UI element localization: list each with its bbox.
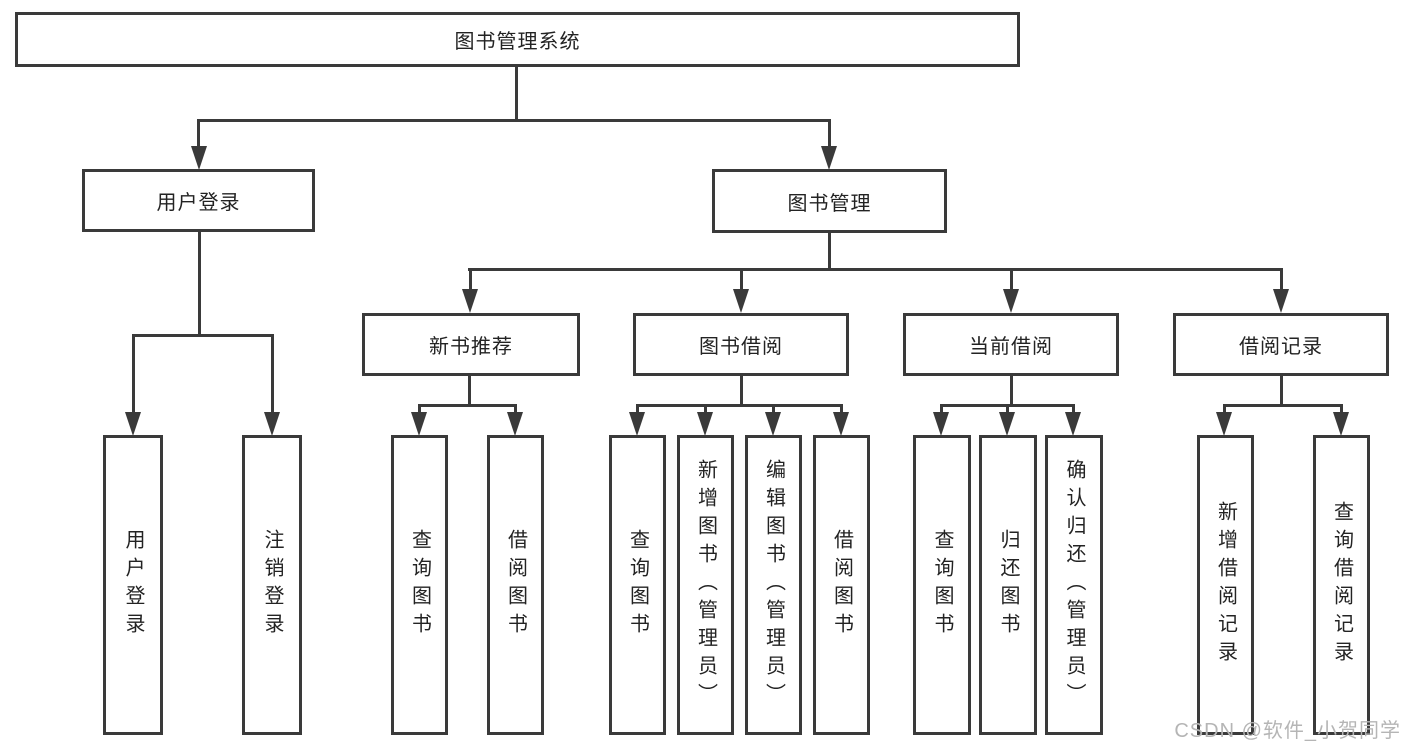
- node-label: 新增借阅记录: [1214, 501, 1237, 669]
- node-label: 确认归还（管理员）: [1063, 459, 1085, 711]
- connector-to-leaf: [1072, 404, 1075, 416]
- connector-to-current-borrow: [1010, 268, 1013, 291]
- arrowhead-to-user-login: [191, 146, 207, 170]
- connector-to-leaf: [772, 404, 775, 416]
- connector-book-mgmt-stem: [828, 232, 831, 271]
- arrowhead-to-book-borrow: [733, 289, 749, 313]
- leaf-logout: 注销登录: [242, 435, 302, 735]
- connector-to-leaf: [418, 404, 421, 416]
- leaf-add-books-admin: 新增图书（管理员）: [677, 435, 734, 735]
- connector-book-mgmt-crossbar: [468, 268, 1282, 271]
- connector-to-leaf: [940, 404, 943, 416]
- connector-to-leaf-user-login: [132, 334, 135, 414]
- arrowhead-to-new-book: [462, 289, 478, 313]
- node-label: 借阅图书: [504, 529, 527, 641]
- arrowhead-to-leaf: [1065, 412, 1081, 436]
- connector-book-borrow-stem: [740, 374, 743, 407]
- node-label: 用户登录: [122, 529, 144, 641]
- arrowhead-to-leaf: [411, 412, 427, 436]
- connector-user-login-crossbar: [132, 334, 274, 337]
- connector-to-leaf: [1340, 404, 1343, 416]
- arrowhead-to-borrow-records: [1273, 289, 1289, 313]
- node-label: 归还图书: [997, 529, 1019, 641]
- node-new-book-recommend: 新书推荐: [362, 313, 580, 376]
- connector-to-book-mgmt: [828, 119, 831, 148]
- connector-to-leaf: [636, 404, 639, 416]
- connector-user-login-stem: [198, 232, 201, 336]
- connector-new-book-stem: [468, 374, 471, 407]
- leaf-return-books: 归还图书: [979, 435, 1037, 735]
- connector-book-borrow-crossbar: [636, 404, 843, 407]
- connector-root-crossbar: [197, 119, 831, 122]
- connector-to-leaf: [704, 404, 707, 416]
- node-current-borrowing: 当前借阅: [903, 313, 1119, 376]
- leaf-confirm-return-admin: 确认归还（管理员）: [1045, 435, 1103, 735]
- connector-to-book-borrow: [740, 268, 743, 291]
- node-root-library-system: 图书管理系统: [15, 12, 1020, 67]
- connector-to-leaf-logout: [271, 334, 274, 414]
- node-label: 图书借阅: [699, 336, 783, 358]
- node-label: 当前借阅: [969, 336, 1053, 358]
- connector-borrow-records-stem: [1280, 374, 1283, 407]
- node-label: 用户登录: [156, 192, 241, 214]
- arrowhead-to-leaf: [999, 412, 1015, 436]
- node-label: 图书管理系统: [454, 31, 581, 53]
- node-label: 查询图书: [931, 529, 953, 641]
- connector-to-leaf: [1223, 404, 1226, 416]
- leaf-edit-books-admin: 编辑图书（管理员）: [745, 435, 802, 735]
- node-label: 新书推荐: [429, 336, 513, 358]
- connector-to-leaf: [840, 404, 843, 416]
- arrowhead-to-leaf-logout: [264, 412, 280, 436]
- connector-to-leaf: [1006, 404, 1009, 416]
- node-label: 新增图书（管理员）: [694, 459, 717, 711]
- node-borrowing-records: 借阅记录: [1173, 313, 1389, 376]
- connector-root-stem: [515, 65, 518, 120]
- arrowhead-to-leaf: [629, 412, 645, 436]
- leaf-borrow-books-recommend: 借阅图书: [487, 435, 544, 735]
- connector-to-user-login: [197, 119, 200, 148]
- arrowhead-to-leaf: [697, 412, 713, 436]
- connector-to-new-book: [469, 268, 472, 291]
- arrowhead-to-leaf: [1333, 412, 1349, 436]
- csdn-watermark: CSDN @软件_小贺同学: [1174, 720, 1401, 742]
- leaf-query-books-borrow: 查询图书: [609, 435, 666, 735]
- arrowhead-to-leaf: [1216, 412, 1232, 436]
- node-label: 借阅记录: [1239, 336, 1323, 358]
- leaf-query-books-recommend: 查询图书: [391, 435, 448, 735]
- connector-to-leaf: [514, 404, 517, 416]
- arrowhead-to-book-mgmt: [821, 146, 837, 170]
- leaf-borrow-books: 借阅图书: [813, 435, 870, 735]
- leaf-query-books-current: 查询图书: [913, 435, 971, 735]
- leaf-query-borrow-record: 查询借阅记录: [1313, 435, 1370, 735]
- node-label: 查询借阅记录: [1330, 501, 1353, 669]
- leaf-add-borrow-record: 新增借阅记录: [1197, 435, 1254, 735]
- connector-current-borrow-stem: [1010, 374, 1013, 407]
- node-label: 借阅图书: [830, 529, 853, 641]
- node-label: 编辑图书（管理员）: [762, 459, 785, 711]
- arrowhead-to-leaf: [507, 412, 523, 436]
- arrowhead-to-leaf-user-login: [125, 412, 141, 436]
- arrowhead-to-leaf: [833, 412, 849, 436]
- node-label: 查询图书: [408, 529, 431, 641]
- arrowhead-to-leaf: [765, 412, 781, 436]
- node-label: 图书管理: [787, 192, 872, 215]
- leaf-user-login: 用户登录: [103, 435, 163, 735]
- arrowhead-to-leaf: [933, 412, 949, 436]
- node-book-borrowing: 图书借阅: [633, 313, 849, 376]
- node-label: 查询图书: [626, 529, 649, 641]
- connector-borrow-records-crossbar: [1223, 404, 1343, 407]
- node-label: 注销登录: [261, 529, 283, 641]
- node-book-management-branch: 图书管理: [712, 169, 947, 233]
- node-user-login-branch: 用户登录: [82, 169, 315, 232]
- arrowhead-to-current-borrow: [1003, 289, 1019, 313]
- connector-new-book-crossbar: [418, 404, 517, 407]
- connector-to-borrow-records: [1280, 268, 1283, 291]
